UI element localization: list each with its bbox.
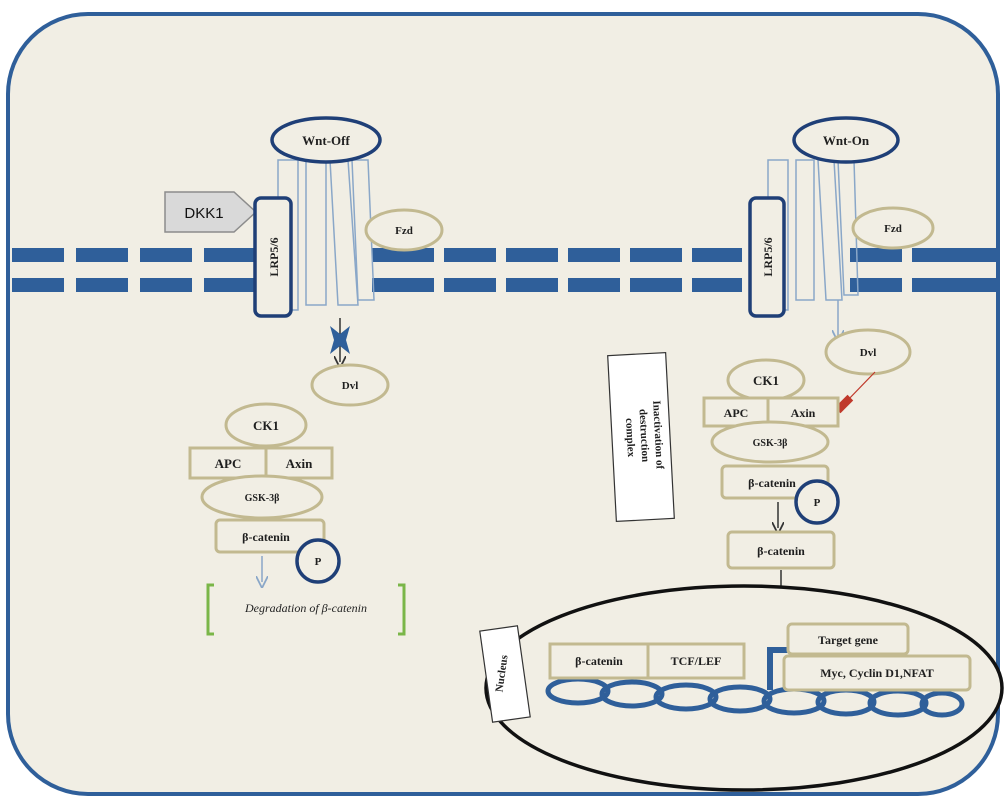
cell-membrane (12, 248, 996, 292)
wnt-off-label: Wnt-Off (302, 133, 350, 148)
phospho-left-label: P (315, 556, 322, 568)
block-x-icon (330, 326, 350, 354)
inactivation-note: Inactivation of destruction complex (607, 351, 675, 523)
dvl-left-label: Dvl (342, 380, 359, 392)
dvl-left: Dvl (310, 363, 390, 407)
target-genes-list: Myc, Cyclin D1,NFAT (782, 654, 972, 692)
axin-left-label: Axin (286, 456, 314, 471)
lrp56-right: LRP5/6 (748, 196, 786, 318)
apc-left-label: APC (215, 456, 242, 471)
dvl-right-label: Dvl (860, 347, 877, 359)
tcf-lef: TCF/LEF (646, 642, 746, 680)
dkk1-label: DKK1 (184, 205, 223, 222)
blocked-signal-left (330, 318, 350, 362)
nucleus-label: Nucleus (493, 654, 510, 693)
free-bcatenin: β-catenin (726, 530, 836, 570)
wnt-on-label: Wnt-On (823, 133, 870, 148)
bcatenin-nuclear-label: β-catenin (575, 654, 623, 668)
fzd-left-label: Fzd (395, 225, 413, 237)
degradation-bracket: Degradation of β-catenin (206, 583, 406, 636)
gsk3b-right-label: GSK-3β (753, 438, 788, 449)
tcf-lef-label: TCF/LEF (671, 654, 722, 668)
gsk3b-left-label: GSK-3β (245, 493, 280, 504)
inactivation-line-2: destruction (637, 409, 652, 463)
wnt-on-ligand: Wnt-On (792, 116, 900, 164)
svg-text:Inactivation of destruct: Inactivation of destruction complex (622, 400, 666, 473)
dna-strand (545, 676, 965, 718)
dvl-right: Dvl (824, 328, 912, 376)
bcatenin-nuclear: β-catenin (548, 642, 650, 680)
destruction-complex-right: CK1 APC Axin GSK-3β β-catenin (702, 358, 840, 500)
ck1-left-label: CK1 (253, 418, 279, 433)
fzd-right-label: Fzd (884, 223, 902, 235)
lrp56-left-label: LRP5/6 (267, 237, 281, 276)
dkk1-inhibitor: DKK1 (164, 191, 258, 233)
free-bcatenin-label: β-catenin (757, 544, 805, 558)
destruction-complex-left: CK1 APC Axin GSK-3β β-catenin (188, 402, 334, 554)
phospho-right: P (794, 479, 840, 525)
fzd-left: Fzd (364, 208, 444, 252)
apc-right-label: APC (724, 406, 749, 420)
target-gene: Target gene (786, 622, 910, 656)
bcatenin-left-label: β-catenin (242, 530, 290, 544)
ck1-right-label: CK1 (753, 373, 779, 388)
transcription-start (767, 647, 790, 690)
inactivation-line-1: Inactivation of (650, 400, 666, 470)
inactivation-line-3: complex (623, 418, 637, 458)
wnt-off-ligand: Wnt-Off (270, 116, 382, 164)
bcatenin-right-label: β-catenin (748, 476, 796, 490)
target-genes-list-label: Myc, Cyclin D1,NFAT (820, 666, 934, 680)
fzd-right: Fzd (851, 206, 935, 250)
phospho-left: P (295, 538, 341, 584)
nucleus-tag: Nucleus (479, 625, 531, 723)
lrp56-right-label: LRP5/6 (761, 237, 775, 276)
axin-right-label: Axin (791, 406, 816, 420)
degradation-label: Degradation of β-catenin (244, 601, 367, 615)
target-gene-label: Target gene (818, 633, 879, 647)
phospho-right-label: P (814, 497, 821, 509)
lrp56-left: LRP5/6 (253, 196, 293, 318)
